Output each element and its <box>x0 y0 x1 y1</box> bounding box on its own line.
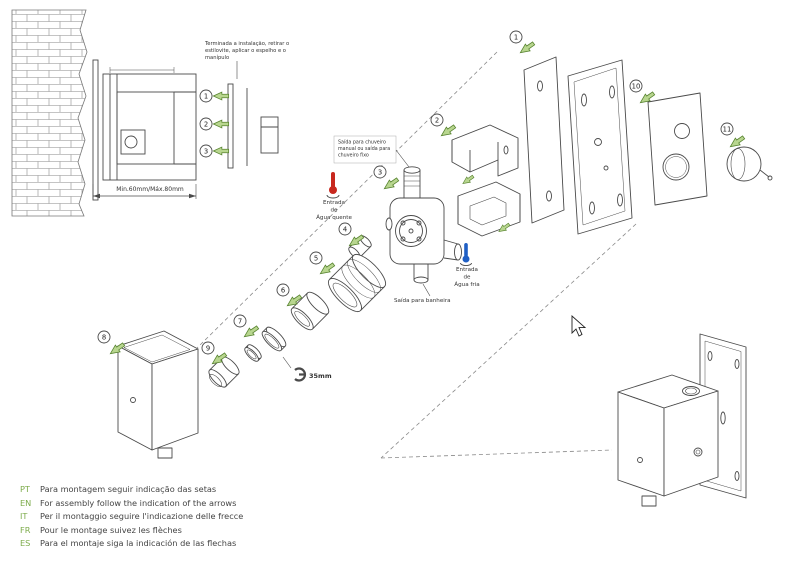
bath-outlet-label: Saída para banheira <box>394 283 451 304</box>
finished-assembly <box>617 333 747 507</box>
mouse-cursor-icon <box>571 314 587 337</box>
depth-dimension <box>92 184 197 199</box>
legend-text: Per il montaggio seguire l'indicazione d… <box>40 511 244 521</box>
wrench-icon <box>282 356 307 382</box>
legend-code: EN <box>20 497 32 508</box>
trim-ring <box>261 326 287 352</box>
dashed-guide-lines <box>196 51 637 459</box>
green-arrow-icon <box>517 39 537 57</box>
svg-text:manual ou saída para: manual ou saída para <box>338 145 390 152</box>
brick-wall <box>11 9 88 217</box>
green-arrow-icon <box>317 260 337 278</box>
svg-text:Entrada: Entrada <box>456 267 478 273</box>
svg-text:Saída para banheira: Saída para banheira <box>394 297 451 304</box>
depth-label: Min.60mm/Máx.80mm <box>116 186 184 193</box>
legend-row-pt: PT Para montagem seguir indicação das set… <box>20 483 243 497</box>
legend-row-es: ES Para el montaje siga la indicación de … <box>20 537 243 551</box>
wall-detail-callouts: 1 2 3 <box>199 89 230 158</box>
callout-number: 8 <box>102 333 106 341</box>
green-arrow-icon <box>438 122 458 140</box>
legend-code: FR <box>20 524 31 535</box>
thermostatic-valve <box>385 166 462 284</box>
svg-text:Água quente: Água quente <box>316 214 352 221</box>
svg-text:Saída para chuveiro: Saída para chuveiro <box>338 139 386 146</box>
callout-number: 2 <box>204 120 208 128</box>
note-line-3: manípulo <box>205 54 229 61</box>
retaining-ring <box>244 344 262 362</box>
handle-cap <box>208 356 240 388</box>
recessed-valve-box <box>102 67 197 181</box>
exploded-view <box>117 56 773 507</box>
legend-text: Para montagem seguir indicação das setas <box>40 484 217 494</box>
handle-side-view <box>260 116 279 154</box>
hot-water-label: Entrada de Água quente <box>316 200 352 221</box>
legend-text: For assembly follow the indication of th… <box>40 497 237 508</box>
svg-text:Água fria: Água fria <box>454 281 479 288</box>
callout-number: 5 <box>314 254 318 262</box>
green-arrow-icon <box>212 146 230 156</box>
mounting-bracket-lower <box>457 181 521 237</box>
mounting-bracket-upper <box>451 124 519 177</box>
inner-cylinder <box>290 291 330 331</box>
green-arrow-icon <box>381 175 401 193</box>
legend: PT Para montagem seguir indicação das set… <box>20 483 243 551</box>
svg-text:Entrada: Entrada <box>323 200 345 206</box>
installation-note: Terminada a instalação, retirar o estilo… <box>204 41 289 61</box>
note-line-2: estilovite, aplicar o espelho e o <box>205 48 286 54</box>
legend-code: ES <box>20 538 31 548</box>
callout-number: 3 <box>378 168 382 176</box>
legend-row-fr: FR Pour le montage suivez les flèches <box>20 524 243 538</box>
mounting-plate-inner <box>523 56 565 224</box>
green-arrow-icon <box>212 119 230 129</box>
callout-number: 2 <box>435 116 439 124</box>
callout-number: 4 <box>343 225 347 233</box>
callout-number: 1 <box>514 33 518 41</box>
protection-box <box>117 330 199 459</box>
mounting-plate-outer <box>567 59 633 235</box>
legend-row-it: IT Per il montaggio seguire l'indicazione… <box>20 510 243 524</box>
escutcheon-plate <box>647 92 708 206</box>
wall-cross-section <box>11 9 279 217</box>
callout-number: 7 <box>238 317 242 325</box>
protection-sleeve <box>327 253 387 313</box>
legend-code: IT <box>20 511 28 521</box>
shower-outlet-label: Saída para chuveiro manual ou saída para… <box>333 135 410 168</box>
control-knob <box>726 146 773 182</box>
callout-number: 1 <box>204 92 208 100</box>
svg-text:de: de <box>331 208 339 214</box>
cold-water-icon <box>460 243 472 267</box>
svg-text:chuveiro fixo: chuveiro fixo <box>338 153 369 159</box>
callout-number: 11 <box>723 125 732 133</box>
green-arrow-icon <box>212 91 230 101</box>
legend-text: Para el montaje siga la indicación de la… <box>40 538 237 548</box>
callout-number: 10 <box>632 82 641 90</box>
callout-number: 9 <box>206 344 210 352</box>
svg-text:de: de <box>464 275 472 281</box>
legend-text: Pour le montage suivez les flèches <box>40 524 182 535</box>
callout-number: 6 <box>281 286 285 294</box>
cold-water-label: Entrada de Água fria <box>454 267 479 288</box>
wrench-size-label: 35mm <box>309 372 332 380</box>
note-line-1: Terminada a instalação, retirar o <box>204 41 289 47</box>
green-arrow-icon <box>241 323 261 341</box>
legend-code: PT <box>20 484 30 494</box>
exploded-callouts: 1 2 3 4 5 6 7 8 9 10 11 <box>97 30 734 355</box>
callout-number: 3 <box>204 147 208 155</box>
legend-row-en: EN For assembly follow the indication of … <box>20 497 243 511</box>
green-arrow-icon <box>460 173 476 187</box>
hot-water-icon <box>326 172 340 199</box>
